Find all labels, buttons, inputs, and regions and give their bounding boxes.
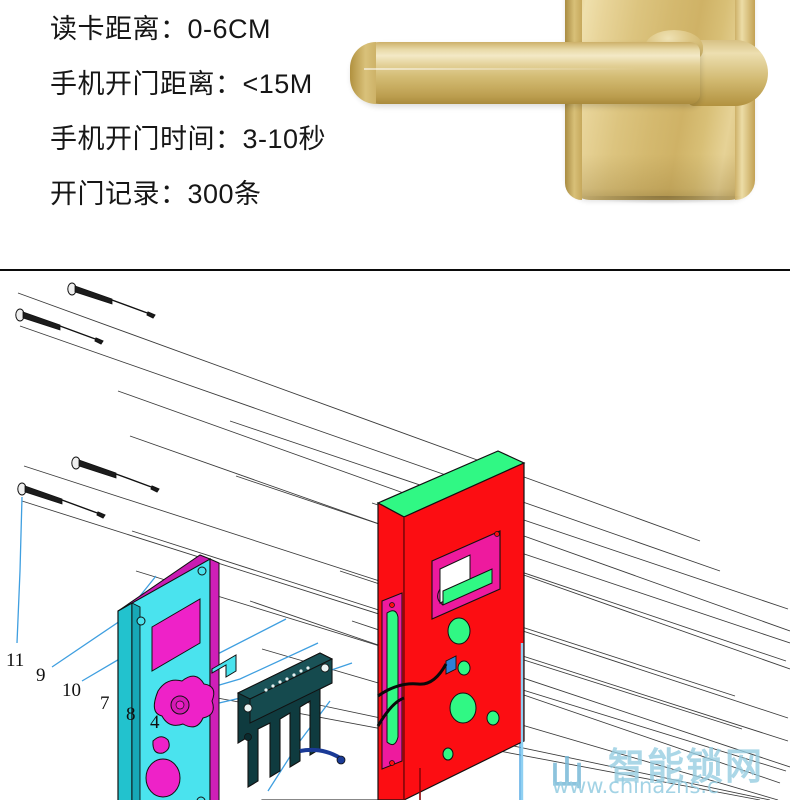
callout-10: 10	[62, 680, 81, 701]
spec-panel: 读卡距离：0-6CM 手机开门距离：<15M 手机开门时间：3-10秒 开门记录…	[0, 0, 790, 270]
spec-line-unlock-records: 开门记录：300条	[50, 179, 262, 209]
callout-7: 7	[100, 693, 110, 714]
spec-list: 读卡距离：0-6CM 手机开门距离：<15M 手机开门时间：3-10秒 开门记录…	[50, 2, 470, 222]
spec-line-phone-distance: 手机开门距离：<15M	[50, 69, 313, 99]
spec-line-read-distance: 读卡距离：0-6CM	[50, 14, 272, 44]
product-photo-shadow	[580, 196, 745, 204]
cad-drawing	[15, 282, 790, 800]
callout-4: 4	[150, 712, 160, 733]
part-red-door-body	[376, 450, 526, 800]
section-divider	[0, 269, 790, 271]
part-cyan-back-panel	[117, 554, 237, 800]
part-battery-holder-frame	[236, 652, 346, 788]
spec-line-phone-unlock-time: 手机开门时间：3-10秒	[50, 124, 327, 154]
exploded-diagram: 11 9 10 7 8 4	[0, 271, 790, 800]
product-photo-door-handle	[350, 0, 790, 260]
callout-11: 11	[6, 650, 25, 671]
callout-8: 8	[126, 704, 136, 725]
callout-9: 9	[36, 665, 46, 686]
handle-lever	[350, 42, 700, 104]
